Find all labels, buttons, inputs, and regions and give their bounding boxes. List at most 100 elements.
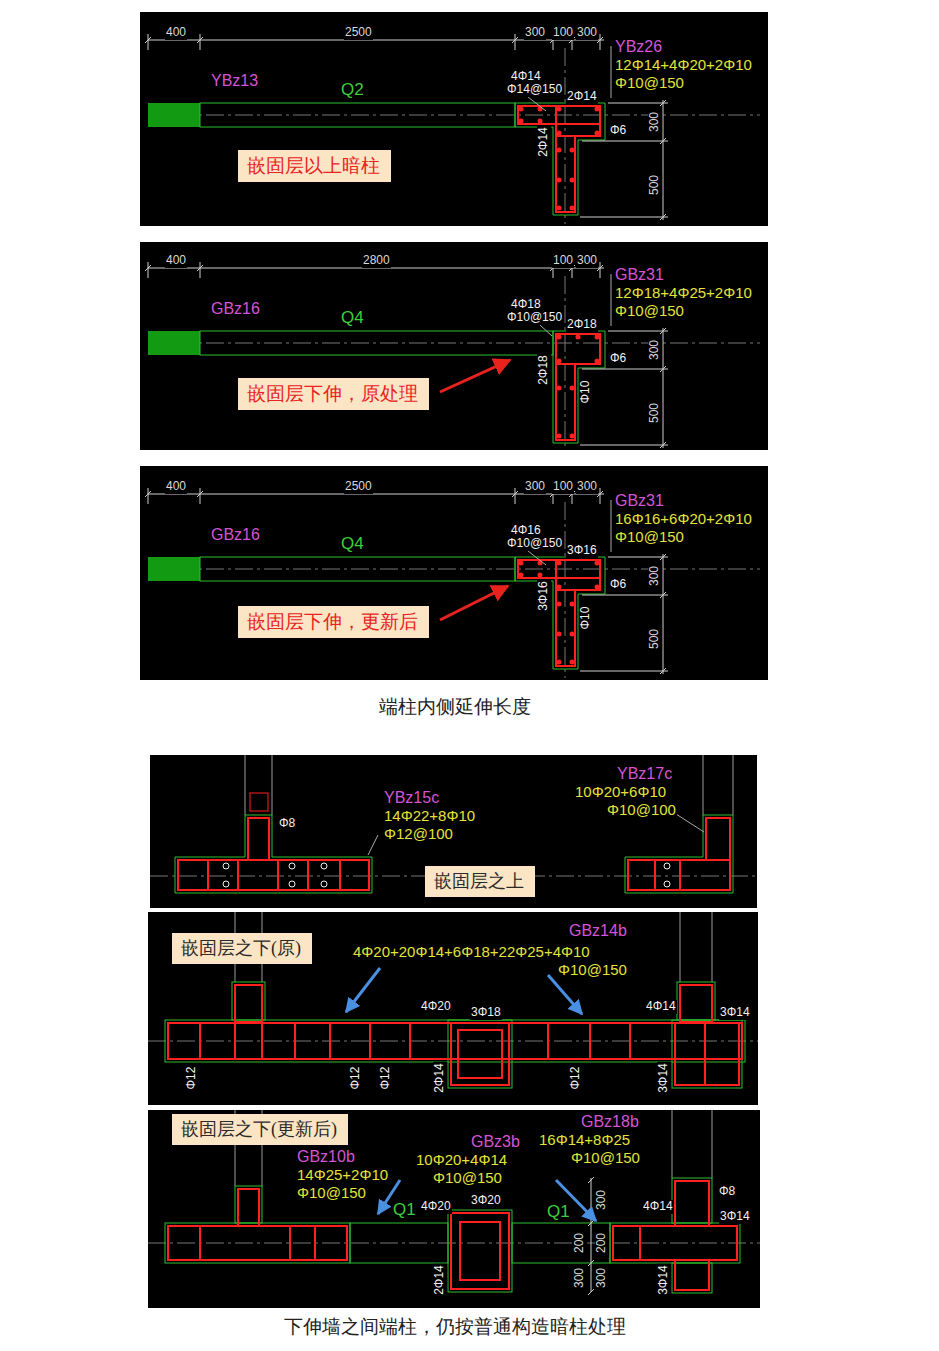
column-plan-panel: [557, 359, 562, 364]
rebar-spec: 12Φ14+4Φ20+2Φ10: [614, 56, 753, 73]
dimension-label: 300: [573, 1267, 587, 1289]
column-plan-panel: [677, 982, 715, 1020]
rebar-label: Φ6: [609, 124, 627, 138]
rebar-label: 2Φ18: [566, 318, 598, 332]
column-plan-panel: [223, 863, 229, 869]
callout-box: 嵌固层下伸，更新后: [238, 606, 429, 638]
column-plan-panel: [570, 148, 575, 153]
column-id: GBz10b: [296, 1148, 356, 1166]
callout-box: 嵌固层下伸，原处理: [238, 378, 429, 410]
callout-text: 嵌固层之下(原): [181, 937, 303, 960]
column-plan-panel: [168, 1226, 347, 1260]
column-plan-panel: [148, 115, 760, 116]
rebar-label: 2Φ14: [566, 90, 598, 104]
rebar-spec: Φ10@150: [614, 302, 685, 319]
column-plan-panel: [570, 434, 575, 439]
column-id: GBz14b: [568, 922, 628, 940]
column-plan-panel: [557, 434, 562, 439]
column-id: YBz13: [210, 72, 259, 90]
rebar-spec: 16Φ16+6Φ20+2Φ10: [614, 510, 753, 527]
column-plan-panel: [672, 1178, 712, 1223]
column-plan-panel: [610, 1223, 740, 1263]
pointer-arrow: [346, 968, 380, 1012]
wall-id: Q1: [546, 1202, 571, 1222]
column-plan-panel: [538, 119, 543, 124]
column-plan-panel: [200, 103, 515, 127]
pointer-arrow: [548, 975, 582, 1014]
column-plan-panel: [148, 912, 758, 1105]
pointer-arrow: [440, 586, 508, 620]
column-plan-panel: [519, 119, 524, 124]
rebar-label: 2Φ18: [537, 354, 551, 386]
dimension-label: 100: [552, 26, 574, 40]
column-plan-panel: [148, 1110, 760, 1308]
dimension-label: 300: [576, 480, 598, 494]
column-plan-panel: [148, 1110, 760, 1308]
column-plan-panel: [140, 12, 768, 226]
rebar-spec: Φ12@100: [383, 825, 454, 842]
dimension-label: 300: [524, 480, 546, 494]
column-plan-panel: [232, 982, 265, 1020]
rebar-label: 3Φ20: [470, 1194, 502, 1208]
column-plan-panel: [200, 331, 553, 355]
column-id: YBz26: [614, 38, 663, 56]
dimension-label: 400: [165, 26, 187, 40]
rebar-label: 3Φ16: [566, 544, 598, 558]
column-plan-panel: [588, 1177, 594, 1295]
column-plan-panel: [451, 1213, 509, 1289]
column-id: YBz15c: [383, 789, 440, 807]
dimension-label: 300: [524, 26, 546, 40]
column-plan-panel: [556, 334, 600, 440]
column-plan-panel: [150, 755, 757, 908]
column-plan-panel: [165, 1223, 350, 1263]
rebar-spec: 4Φ20+20Φ14+6Φ18+22Φ25+4Φ10: [352, 943, 591, 960]
wall-id: Q1: [392, 1200, 417, 1220]
rebar-spec: Φ10@150: [614, 74, 685, 91]
column-plan-panel: [664, 881, 670, 887]
rebar-label: 3Φ14: [657, 1264, 671, 1296]
rebar-spec: 10Φ20+4Φ14: [415, 1151, 508, 1168]
dimension-label: 400: [165, 254, 187, 268]
callout-text: 嵌固层下伸，更新后: [247, 610, 420, 634]
column-plan-panel: [519, 107, 600, 211]
callout-text: 嵌固层以上暗柱: [247, 154, 382, 178]
rebar-spec: Φ10@150: [557, 961, 628, 978]
pointer-arrow: [440, 360, 510, 392]
column-plan-panel: [350, 1223, 448, 1263]
column-plan-panel: [165, 1020, 745, 1062]
column-plan-panel: [675, 1260, 709, 1290]
column-plan-panel: [148, 1243, 760, 1244]
column-plan-panel: [595, 131, 600, 136]
column-plan-panel: [321, 863, 327, 869]
rebar-label: Φ14@150: [506, 83, 563, 97]
column-id: GBz16: [210, 300, 261, 318]
column-plan-panel: [595, 335, 600, 340]
rebar-label: 3Φ14: [657, 1062, 671, 1094]
column-plan-panel: [565, 276, 566, 448]
rebar-label: 3Φ14: [719, 1006, 751, 1020]
rebar-label: 2Φ14: [537, 126, 551, 158]
rebar-label: Φ12: [379, 1066, 393, 1091]
column-plan-panel: [672, 1020, 742, 1088]
column-id: GBz31: [614, 266, 665, 284]
column-plan-panel: [448, 1210, 512, 1292]
column-plan-panel: [613, 1226, 737, 1260]
rebar-label: Φ10: [579, 380, 593, 405]
column-plan-panel: [557, 386, 562, 391]
rebar-label: Φ8: [718, 1185, 736, 1199]
dimension-label: 300: [576, 26, 598, 40]
column-plan-panel: [321, 881, 327, 887]
column-plan-panel: [140, 12, 768, 226]
column-plan-panel: [595, 107, 600, 112]
dimension-label: 300: [648, 339, 662, 361]
dimension-label: 100: [552, 480, 574, 494]
figure-caption: 端柱内侧延伸长度: [378, 696, 532, 718]
rebar-label: 4Φ14: [645, 1000, 677, 1014]
column-plan-panel: [570, 386, 575, 391]
column-plan-panel: [556, 136, 575, 212]
column-plan-panel: [148, 331, 200, 355]
dimension-label: 300: [648, 565, 662, 587]
column-plan-panel: [200, 1226, 640, 1260]
column-plan-panel: [235, 1186, 262, 1223]
